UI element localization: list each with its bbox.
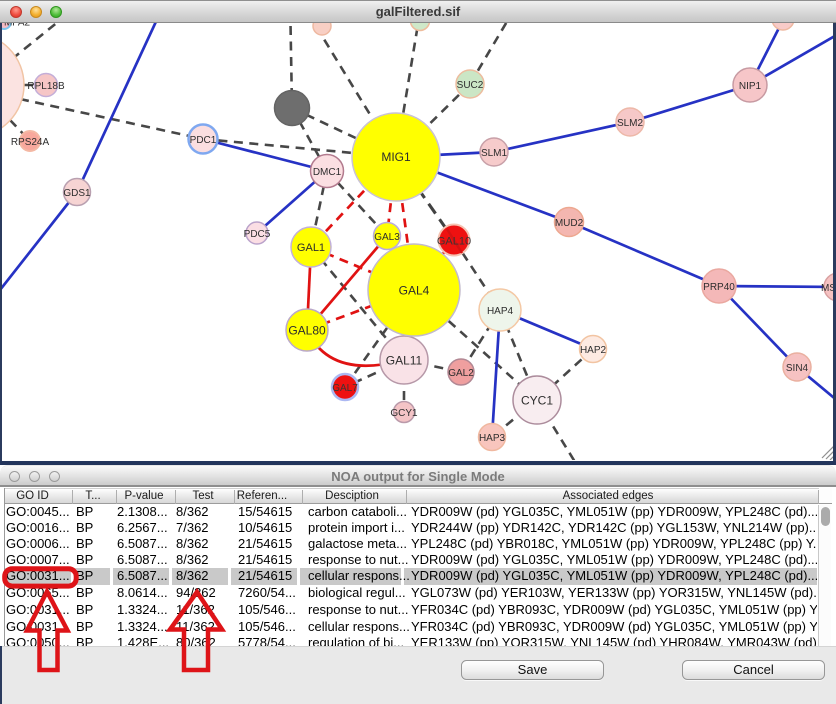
svg-text:GAL1: GAL1	[297, 242, 325, 254]
svg-text:GAL80: GAL80	[288, 324, 326, 338]
svg-text:PDC1: PDC1	[190, 135, 217, 146]
svg-text:HAP2: HAP2	[580, 345, 607, 356]
svg-text:PDC5: PDC5	[244, 229, 271, 240]
svg-text:PRP40: PRP40	[703, 282, 735, 293]
svg-text:NIP1: NIP1	[739, 81, 762, 92]
svg-text:CYC1: CYC1	[521, 394, 553, 408]
svg-text:MUD2: MUD2	[555, 218, 584, 229]
svg-text:SLM2: SLM2	[617, 118, 644, 129]
svg-text:GAL11: GAL11	[386, 354, 423, 368]
svg-text:HAP4: HAP4	[487, 306, 514, 317]
svg-text:GAL3: GAL3	[374, 232, 400, 243]
svg-text:GCY1: GCY1	[390, 408, 418, 419]
svg-text:MFA2: MFA2	[4, 23, 31, 29]
svg-text:GAL10: GAL10	[437, 236, 471, 248]
svg-text:MSL1: MSL1	[821, 283, 833, 294]
svg-text:GAL4: GAL4	[399, 284, 430, 298]
svg-text:GAL2: GAL2	[448, 368, 474, 379]
svg-text:DMC1: DMC1	[313, 167, 342, 178]
svg-text:MIG1: MIG1	[381, 150, 411, 164]
svg-text:SUC2: SUC2	[457, 80, 484, 91]
svg-text:RPS24A: RPS24A	[11, 137, 50, 148]
svg-text:GAL7: GAL7	[332, 383, 358, 394]
svg-text:SIN4: SIN4	[786, 363, 809, 374]
svg-text:SLM1: SLM1	[481, 148, 508, 159]
svg-text:GDS1: GDS1	[63, 188, 91, 199]
svg-text:HAP3: HAP3	[479, 433, 506, 444]
svg-text:RPL18B: RPL18B	[27, 81, 65, 92]
